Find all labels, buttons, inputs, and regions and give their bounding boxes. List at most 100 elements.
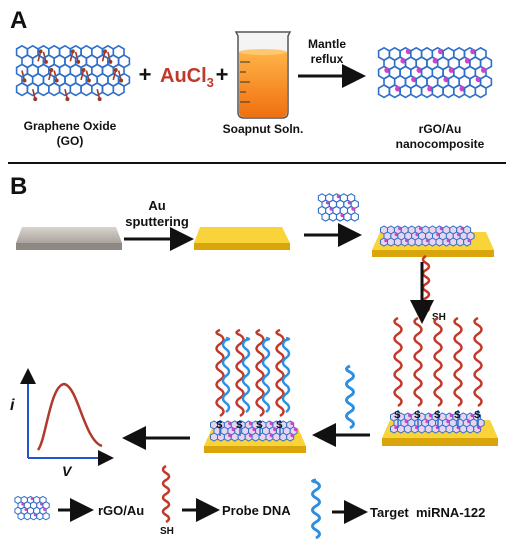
graphene-ring [435,237,444,247]
go-label-abbrev: (GO) [57,134,84,148]
gold-nanoparticle [43,507,47,511]
gold-nanoparticle [425,419,429,424]
bare-substrate [16,227,122,250]
graphene-ring [403,424,412,434]
gold-nanoparticle [395,85,401,92]
gold-nanoparticle [351,207,356,211]
gold-nanoparticle [248,433,253,438]
legend-probe: Probe DNA [222,503,291,518]
oxygen-atom [70,49,75,54]
thiol-s-label: S [256,420,263,431]
panel-b-letter: B [10,173,27,200]
graphene-ring [37,82,50,97]
probe-dna-strand [413,316,423,408]
gold-nanoparticle [439,226,444,231]
legend-probe-dna-icon [161,464,171,524]
gold-nanoparticle [329,207,334,211]
gold-nanoparticle [432,58,439,64]
target-mirna-strand [281,336,291,413]
graphene-ring [321,212,330,222]
gold-nanoparticle [425,238,430,243]
graphene-ring [377,84,391,99]
gold-nanoparticle [290,433,295,438]
graphene-ring [459,424,468,434]
graphene-ring [217,432,225,442]
gold-nanoparticle [428,413,433,418]
gold-nanoparticle [394,425,398,430]
graphene-ring [409,84,423,99]
oxygen-atom [108,59,113,64]
graphene-ring [417,424,426,434]
voltammogram-peak [36,382,103,451]
graphene-ring [279,432,288,442]
gold-nanoparticle [290,421,295,426]
gold-nanoparticle [231,427,236,432]
product-label: rGO/Au [419,122,462,136]
graphene-ring [445,424,454,434]
gold-nanoparticle [252,427,256,432]
oxygen-atom [76,59,81,64]
legend-target-icon [311,478,321,540]
gold-nanoparticle [470,48,476,55]
oxygen-atom [97,97,102,102]
gold-nanoparticle [325,200,330,205]
plot-y-label: i [10,397,15,414]
graphene-ring [350,212,359,222]
rgo-au-sheet [377,46,493,99]
reflux-label: reflux [311,52,344,66]
gold-nanoparticle [24,507,28,511]
gold-nanoparticle [228,421,232,426]
panel-a-letter: A [10,7,27,34]
gold-nanoparticle [293,427,298,432]
gold-nanoparticle [384,67,390,73]
gold-nanoparticle [443,76,449,83]
graphene-ring [474,84,487,99]
gold-nanoparticle [449,413,454,418]
legend-thiol: SH [160,526,174,537]
graphene-ring [343,212,352,222]
rgo-au-electrode [372,225,494,257]
legend-target: Target miRNA-122 [370,505,485,520]
plus-sign-2: + [216,62,229,87]
gold-nanoparticle [448,67,455,73]
graphene-ring [17,512,25,521]
gold-nanoparticle [418,226,423,231]
graphene-ring [58,82,72,97]
mantle-label: Mantle [308,37,346,51]
oxygen-atom [113,67,118,72]
gold-nanoparticle [248,421,253,426]
oxygen-atom [43,59,48,64]
product-label-2: nanocomposite [396,137,485,151]
thiol-s-label: S [394,410,401,421]
gold-nanoparticle [459,85,466,92]
thiol-s-label: S [454,410,461,421]
gold-nanoparticle [456,232,461,237]
graphene-ring [23,512,31,521]
graphene-ring [449,237,458,247]
gold-nanoparticle [228,433,232,438]
graphene-ring [399,84,412,99]
gold-nanoparticle [436,232,440,237]
thiol-s-label: S [414,410,421,421]
legend-rgo-au-icon [14,495,50,521]
gold-nanoparticle [415,232,419,237]
oxygen-atom [49,67,54,72]
gold-nanoparticle [466,419,471,424]
thiol-s-label: S [236,420,243,431]
target-mirna-strand [261,336,271,413]
aucl3-label: AuCl3 [160,65,214,90]
graphene-ring [112,82,125,97]
graphene-ring [387,237,395,247]
gold-nanoparticle [475,76,482,83]
gold-nanoparticle [398,226,402,231]
gold-nanoparticle [438,48,444,55]
gold-nanoparticle [33,513,38,517]
oxygen-atom [65,97,70,102]
gold-nanoparticle [427,85,433,92]
graphene-ring [407,237,416,247]
graphene-ring [442,84,455,99]
gold-nanoparticle [405,48,412,55]
graphene-ring [80,82,93,97]
gold-nanoparticle [467,238,471,243]
